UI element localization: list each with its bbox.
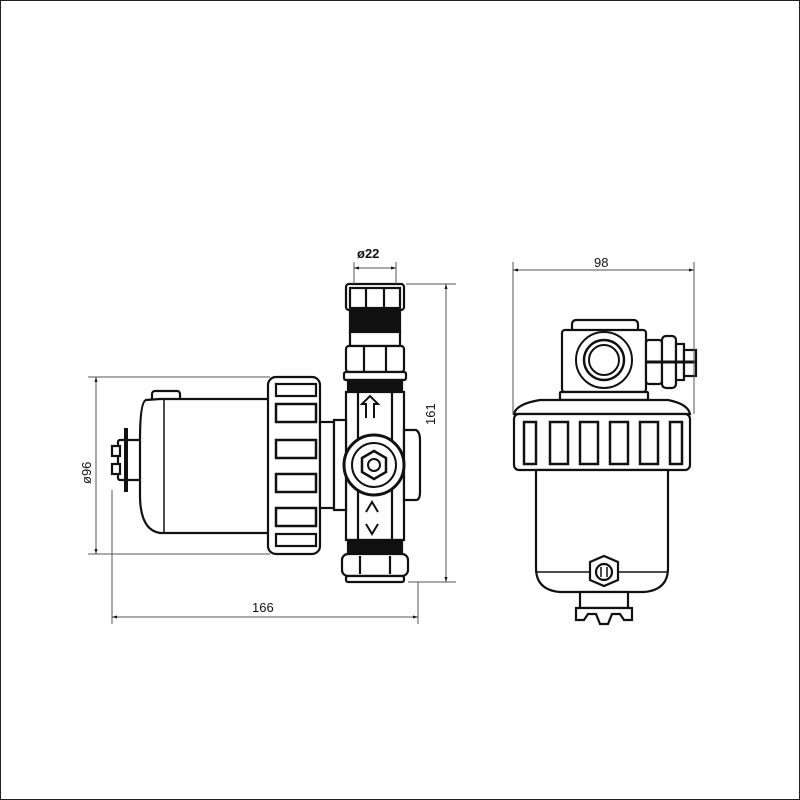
front-view-dimensions <box>512 262 695 414</box>
dimension-front-width: 98 <box>594 255 609 270</box>
side-fitting <box>644 334 698 390</box>
side-view <box>110 282 422 584</box>
dimension-pipe-diameter: ø22 <box>357 246 380 261</box>
dimension-total-length: 166 <box>252 600 274 615</box>
filter-bowl <box>138 397 274 535</box>
filter-cap-ring <box>266 375 322 556</box>
dimension-height: 161 <box>423 403 438 425</box>
side-view-dimensions <box>88 262 456 624</box>
front-view <box>512 318 698 626</box>
valve-body <box>332 282 422 584</box>
dimension-body-diameter: ø96 <box>79 461 94 484</box>
cap-ribs <box>522 420 684 466</box>
drain-nut-icon <box>110 428 144 492</box>
